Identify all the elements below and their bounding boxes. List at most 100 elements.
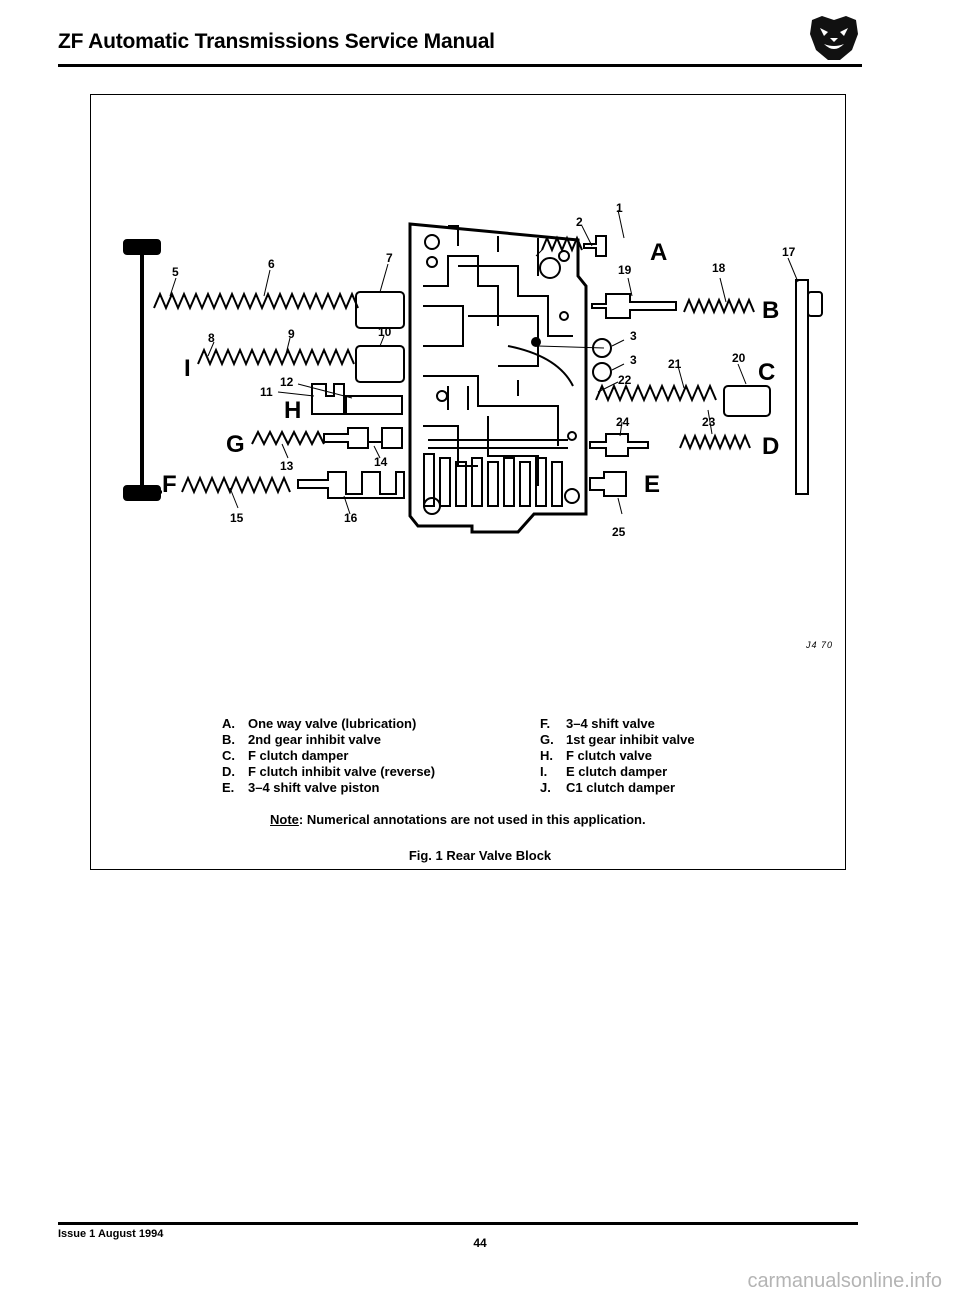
num-7: 7 xyxy=(386,251,393,265)
legend-text: 3–4 shift valve xyxy=(566,716,655,731)
jaguar-head-logo-icon xyxy=(810,16,858,60)
label-F: F xyxy=(162,471,177,498)
num-1: 1 xyxy=(616,201,623,215)
legend-key: E. xyxy=(222,780,235,795)
spring-23 xyxy=(679,433,751,451)
legend-key: I. xyxy=(540,764,548,779)
num-23: 23 xyxy=(702,415,716,429)
damper-10 xyxy=(355,345,405,383)
num-10: 10 xyxy=(378,325,392,339)
label-I: I xyxy=(184,355,191,382)
footer-issue: Issue 1 August 1994 xyxy=(58,1228,164,1240)
legend-text: 2nd gear inhibit valve xyxy=(248,732,381,747)
left-plate-top xyxy=(123,239,161,255)
figure-note: Note: Numerical annotations are not used… xyxy=(270,812,646,827)
num-22: 22 xyxy=(618,373,632,387)
num-8: 8 xyxy=(208,331,215,345)
num-19: 19 xyxy=(618,263,632,277)
figure-code: J4 70 xyxy=(806,640,834,650)
legend-item: B. 2nd gear inhibit valve xyxy=(222,732,435,748)
legend-key: A. xyxy=(222,716,235,731)
legend-key: C. xyxy=(222,748,235,763)
legend-item: A. One way valve (lubrication) xyxy=(222,716,435,732)
label-G: G xyxy=(226,431,245,458)
legend-left: A. One way valve (lubrication) B. 2nd gear… xyxy=(222,716,435,796)
valve-14 xyxy=(323,427,403,449)
legend-key: D. xyxy=(222,764,235,779)
damper-20 xyxy=(723,385,771,417)
label-A: A xyxy=(650,239,667,266)
label-H: H xyxy=(284,397,301,424)
legend-item: F. 3–4 shift valve xyxy=(540,716,695,732)
legend-key: G. xyxy=(540,732,554,747)
num-6: 6 xyxy=(268,257,275,271)
right-plate xyxy=(795,279,809,495)
num-16: 16 xyxy=(344,511,358,525)
valve-19 xyxy=(591,293,677,319)
valve-24 xyxy=(589,433,649,457)
legend-right: F. 3–4 shift valve G. 1st gear inhibit val… xyxy=(540,716,695,796)
num-13: 13 xyxy=(280,459,294,473)
figure-caption: Fig. 1 Rear Valve Block xyxy=(408,848,552,863)
legend-text: F clutch valve xyxy=(566,748,652,763)
label-E: E xyxy=(644,471,660,498)
valve-25 xyxy=(589,471,627,497)
label-B: B xyxy=(762,297,779,324)
rear-valve-block-diagram: A B C D E F G H I 1 2 3 3 5 6 7 8 9 10 1… xyxy=(123,201,823,539)
legend-text: F clutch inhibit valve (reverse) xyxy=(248,764,436,779)
legend-item: I. E clutch damper xyxy=(540,764,695,780)
legend-text: C1 clutch damper xyxy=(566,780,676,795)
valve-16 xyxy=(297,471,405,499)
num-14: 14 xyxy=(374,455,388,469)
note-text: : Numerical annotations are not used in … xyxy=(298,812,646,827)
num-24: 24 xyxy=(616,415,630,429)
num-11: 11 xyxy=(260,385,273,399)
note-label: Note xyxy=(270,812,299,827)
figure-frame xyxy=(90,94,846,870)
spring-2 xyxy=(541,235,583,253)
label-D: D xyxy=(762,433,779,460)
legend-key: H. xyxy=(540,748,553,763)
valve-1 xyxy=(583,235,607,257)
legend-key: J. xyxy=(540,780,551,795)
spring-18 xyxy=(683,297,755,315)
legend-key: B. xyxy=(222,732,235,747)
spring-15 xyxy=(181,475,291,495)
label-C: C xyxy=(758,359,775,386)
watermark: carmanualsonline.info xyxy=(747,1270,942,1292)
legend-item: H. F clutch valve xyxy=(540,748,695,764)
spring-6 xyxy=(153,291,359,311)
page-number: 44 xyxy=(473,1236,487,1250)
num-5: 5 xyxy=(172,265,179,279)
num-2: 2 xyxy=(576,215,583,229)
legend-item: C.F clutch damper xyxy=(222,748,435,764)
spring-9 xyxy=(197,347,355,367)
legend-key: F. xyxy=(540,716,551,731)
page-title: ZF Automatic Transmissions Service Manua… xyxy=(58,30,495,53)
legend-text: E clutch damper xyxy=(566,764,668,779)
spring-13 xyxy=(251,429,325,447)
legend-item: J. C1 clutch damper xyxy=(540,780,695,796)
num-25: 25 xyxy=(612,525,626,539)
legend-text: One way valve (lubrication) xyxy=(248,716,417,731)
legend-item: E. 3–4 shift valve piston xyxy=(222,780,435,796)
num-9: 9 xyxy=(288,327,295,341)
num-17: 17 xyxy=(782,245,796,259)
num-15: 15 xyxy=(230,511,244,525)
valve-body-outline xyxy=(408,222,588,534)
damper-7 xyxy=(355,291,405,329)
legend-text: 3–4 shift valve piston xyxy=(248,780,380,795)
spring-21 xyxy=(595,383,717,403)
num-18: 18 xyxy=(712,261,726,275)
ball-3-lower xyxy=(592,362,612,382)
valve-12 xyxy=(345,395,403,415)
legend-text: 1st gear inhibit valve xyxy=(566,732,695,747)
header-rule xyxy=(58,64,862,67)
num-12: 12 xyxy=(280,375,294,389)
num-3b: 3 xyxy=(630,353,637,367)
num-3a: 3 xyxy=(630,329,637,343)
legend-item: D. F clutch inhibit valve (reverse) xyxy=(222,764,435,780)
num-20: 20 xyxy=(732,351,746,365)
legend-item: G. 1st gear inhibit valve xyxy=(540,732,695,748)
footer-rule xyxy=(58,1222,858,1225)
